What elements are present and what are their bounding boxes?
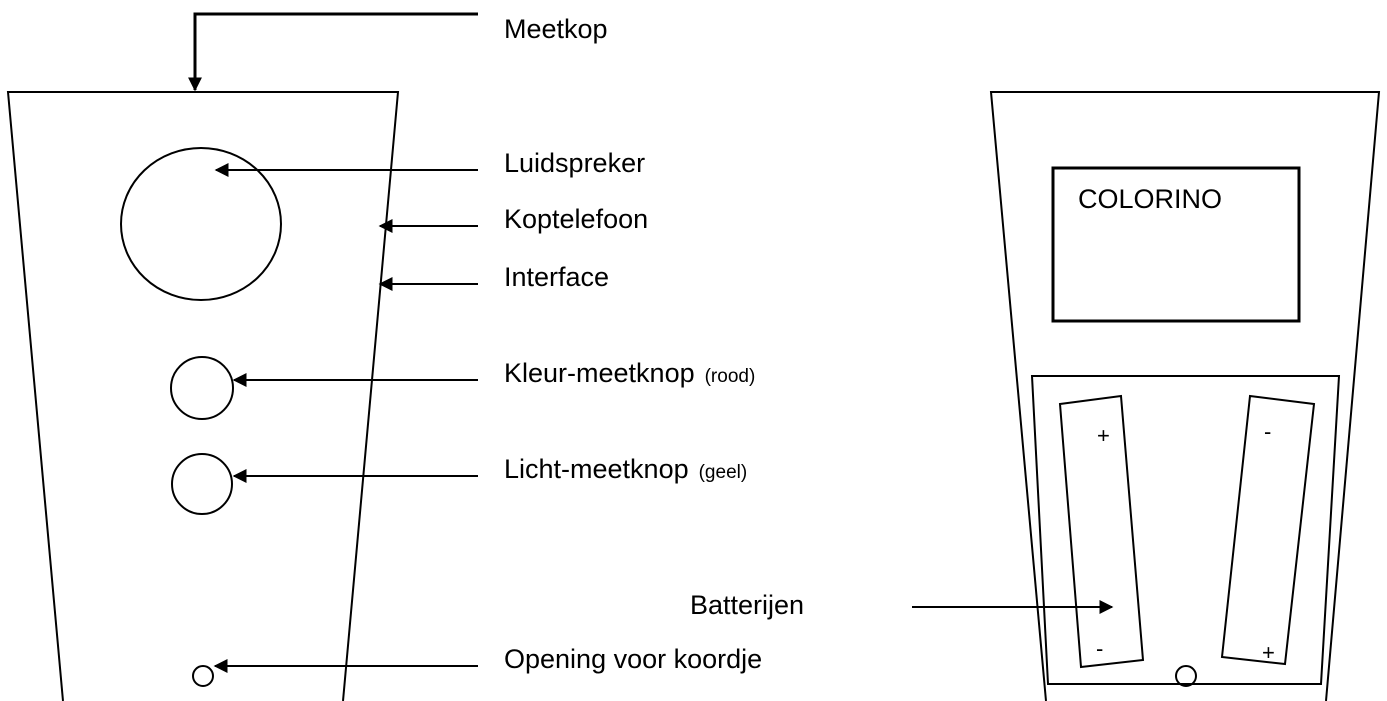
light-button-circle xyxy=(171,453,233,515)
battery-left-bottom-symbol: - xyxy=(1096,636,1103,661)
color-button-circle xyxy=(170,356,234,420)
display-rect xyxy=(1051,166,1301,323)
label-licht: Licht-meetknop (geel) xyxy=(504,454,747,484)
front-device-body xyxy=(6,91,400,701)
battery-left-top-symbol: + xyxy=(1097,423,1110,448)
display-text: COLORINO xyxy=(1078,184,1222,214)
battery-right-bottom-symbol: + xyxy=(1262,640,1275,665)
battery-right xyxy=(1220,394,1316,666)
label-meetkop: Meetkop xyxy=(504,14,608,44)
battery-compartment xyxy=(1030,375,1341,685)
speaker-circle xyxy=(120,147,282,301)
label-batterijen: Batterijen xyxy=(690,590,804,620)
label-interface: Interface xyxy=(504,262,609,292)
cord-opening-circle xyxy=(192,665,214,687)
label-kleur: Kleur-meetknop (rood) xyxy=(504,358,755,388)
label-koptelefoon: Koptelefoon xyxy=(504,204,648,234)
label-licht-note: (geel) xyxy=(699,462,748,483)
meetkop-arrow xyxy=(188,12,478,92)
label-kleur-main: Kleur-meetknop xyxy=(504,358,695,388)
back-device-body xyxy=(989,91,1381,701)
label-luidspreker: Luidspreker xyxy=(504,148,645,178)
battery-left xyxy=(1058,394,1145,669)
back-cord-opening-circle xyxy=(1175,665,1197,687)
label-licht-main: Licht-meetknop xyxy=(504,454,689,484)
battery-right-top-symbol: - xyxy=(1264,419,1271,444)
label-kleur-note: (rood) xyxy=(705,366,756,387)
label-opening: Opening voor koordje xyxy=(504,644,762,674)
